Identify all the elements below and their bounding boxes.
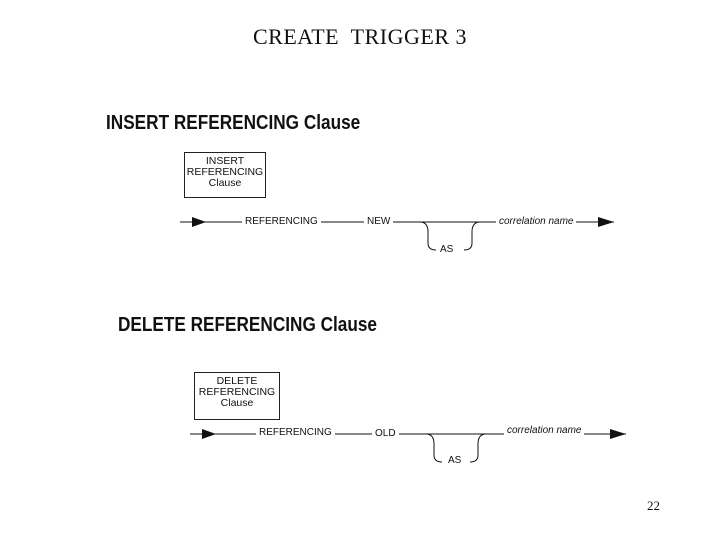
insert-start-arrow bbox=[192, 217, 206, 227]
box-line: INSERT bbox=[205, 155, 245, 167]
insert-referencing-keyword: REFERENCING bbox=[242, 216, 321, 227]
insert-new-keyword: NEW bbox=[364, 216, 394, 227]
box-line: REFERENCING bbox=[198, 386, 276, 398]
delete-start-arrow bbox=[202, 429, 216, 439]
insert-end-arrow bbox=[598, 217, 614, 227]
slide-title: CREATE TRIGGER 3 bbox=[252, 24, 468, 49]
box-line: Clause bbox=[220, 397, 254, 409]
insert-section-heading: INSERT REFERENCING Clause bbox=[106, 112, 361, 134]
insert-correlation-name: correlation name bbox=[496, 216, 577, 227]
insert-as-keyword: AS bbox=[438, 244, 456, 255]
insert-clause-box: INSERT REFERENCING Clause bbox=[184, 152, 266, 198]
delete-end-arrow bbox=[610, 429, 626, 439]
delete-referencing-keyword: REFERENCING bbox=[256, 427, 335, 438]
delete-section-heading: DELETE REFERENCING Clause bbox=[118, 314, 378, 336]
delete-correlation-name: correlation name bbox=[504, 425, 585, 436]
delete-as-keyword: AS bbox=[446, 455, 464, 466]
delete-as-branch-left bbox=[425, 433, 443, 463]
delete-old-keyword: OLD bbox=[372, 428, 399, 439]
insert-as-branch-right bbox=[463, 221, 481, 251]
box-line: Clause bbox=[208, 177, 242, 189]
page-number: 22 bbox=[647, 498, 660, 513]
insert-as-branch-left bbox=[419, 221, 437, 251]
box-line: REFERENCING bbox=[186, 166, 264, 178]
delete-clause-box: DELETE REFERENCING Clause bbox=[194, 372, 280, 420]
delete-as-branch-right bbox=[469, 433, 487, 463]
box-line: DELETE bbox=[216, 375, 258, 387]
